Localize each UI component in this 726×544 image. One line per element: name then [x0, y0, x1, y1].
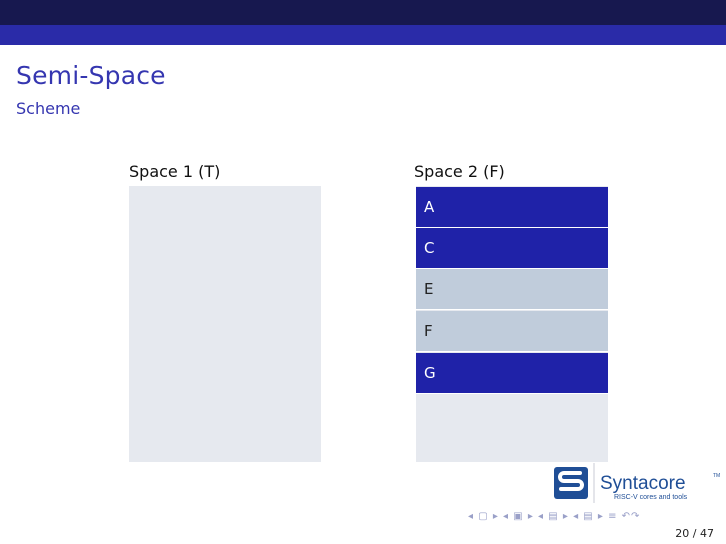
- header-bar-bottom: [0, 25, 726, 45]
- beamer-navigation-icons[interactable]: ◂ ▢ ▸ ◂ ▣ ▸ ◂ ▤ ▸ ◂ ▤ ▸ ≡ ↶↷: [468, 511, 641, 522]
- space2-cell-c: C: [416, 228, 608, 269]
- page-number: 20 / 47: [675, 527, 714, 540]
- header-bar-top: [0, 0, 726, 25]
- space2-cell-e: E: [416, 269, 608, 310]
- slide-title: Semi-Space: [16, 61, 166, 90]
- space1-box: [129, 186, 321, 462]
- svg-text:TM: TM: [713, 473, 720, 479]
- svg-text:Syntacore: Syntacore: [600, 473, 686, 494]
- syntacore-logo: Syntacore TM RISC-V cores and tools: [554, 463, 720, 503]
- slide-subtitle: Scheme: [16, 99, 81, 118]
- space2-cell-g: G: [416, 353, 608, 394]
- space1-label: Space 1 (T): [129, 162, 221, 181]
- space2-cell-f: F: [416, 311, 608, 352]
- space2-label: Space 2 (F): [414, 162, 505, 181]
- space2-cell-a: A: [416, 187, 608, 228]
- svg-text:RISC-V cores and tools: RISC-V cores and tools: [614, 494, 688, 501]
